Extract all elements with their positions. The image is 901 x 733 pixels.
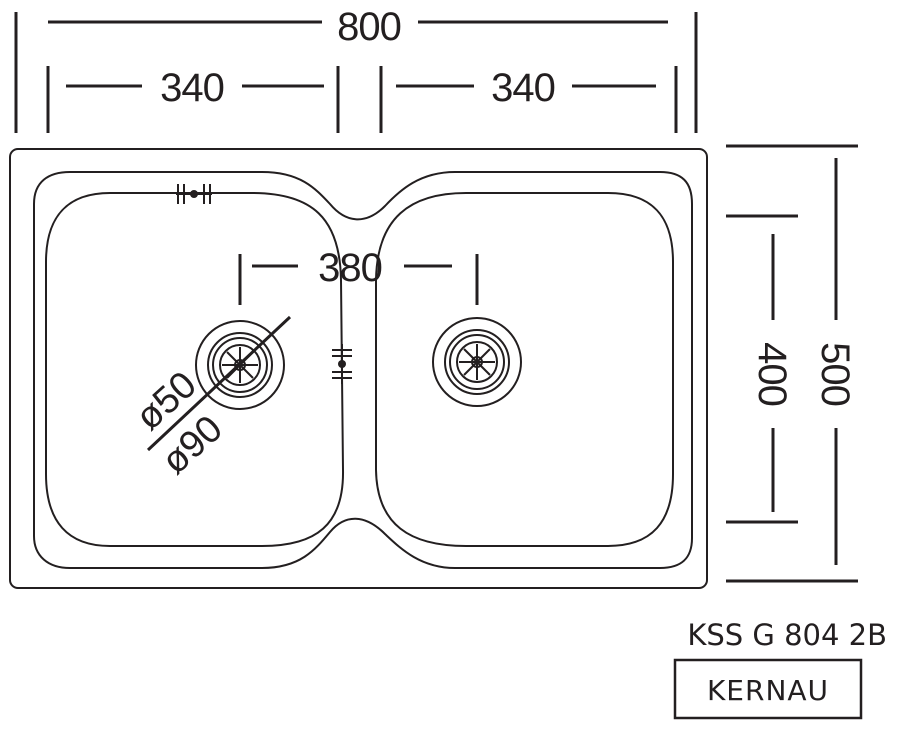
bowl-depth-label: 400 bbox=[750, 342, 794, 406]
right-bowl bbox=[375, 192, 674, 547]
left-bowl-width-label: 340 bbox=[160, 66, 224, 110]
dimension-overall-depth: 500 bbox=[726, 144, 858, 583]
dimension-bowl-widths: 340 340 bbox=[46, 66, 678, 133]
drain-spacing-label: 380 bbox=[318, 246, 382, 290]
tap-hole-marker-middle bbox=[332, 344, 352, 384]
sink-outline bbox=[9, 148, 708, 589]
sink-inner-border bbox=[33, 171, 693, 569]
overall-width-label: 800 bbox=[337, 5, 401, 49]
model-name: KSS G 804 2B bbox=[687, 618, 887, 652]
left-bowl bbox=[45, 192, 345, 547]
brand-logo: KERNAU bbox=[707, 674, 829, 707]
dimension-bowl-depth: 400 bbox=[726, 214, 798, 524]
brand-box bbox=[673, 658, 863, 720]
sink-rim bbox=[9, 148, 708, 589]
dimension-drain-spacing: 380 bbox=[238, 246, 479, 305]
dimension-overall-width: 800 bbox=[14, 5, 698, 133]
right-bowl-width-label: 340 bbox=[491, 66, 555, 110]
overall-depth-label: 500 bbox=[813, 342, 857, 406]
right-drain-icon bbox=[432, 317, 522, 407]
tap-hole-marker-top bbox=[176, 184, 212, 204]
